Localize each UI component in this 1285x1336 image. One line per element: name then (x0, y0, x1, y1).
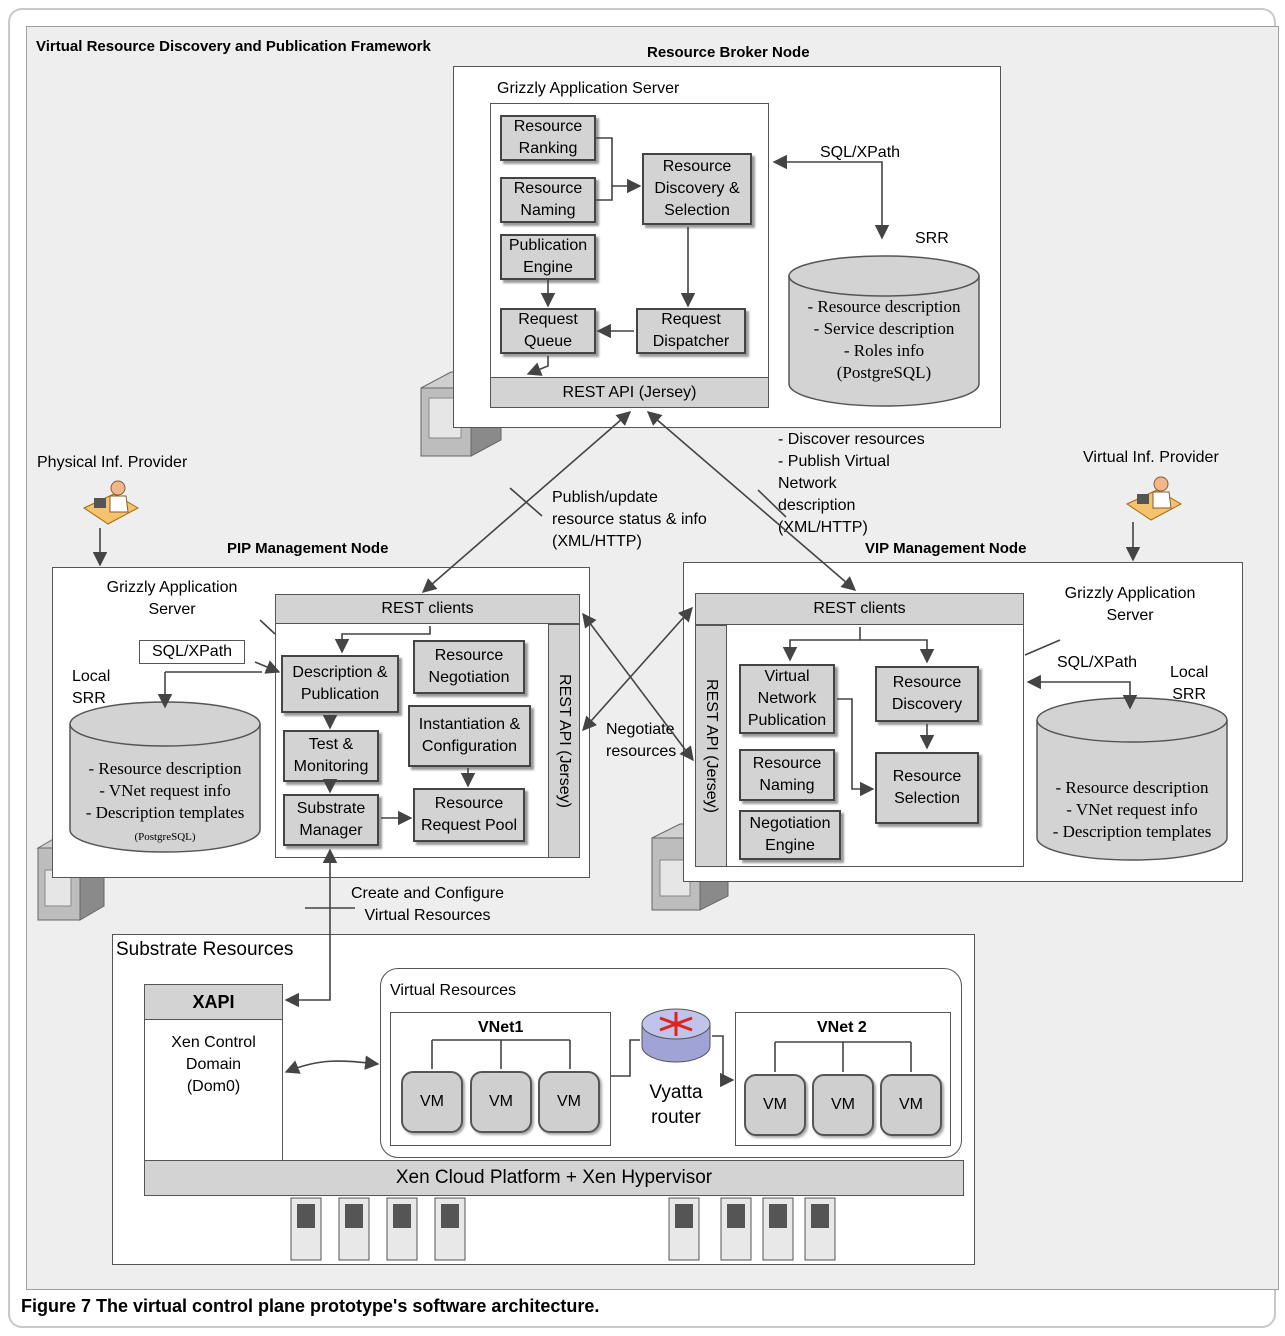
broker-sql-label: SQL/XPath (820, 144, 901, 161)
figure-caption: Figure 7 The virtual control plane proto… (21, 1296, 600, 1316)
virtual-resources-label: Virtual Resources (390, 982, 516, 999)
srr-database-icon (788, 255, 980, 407)
vm-6: VM (880, 1074, 942, 1136)
negotiate-annotation: Negotiate resources (606, 721, 677, 760)
physical-servers-right-icon (668, 1197, 836, 1261)
framework-title: Virtual Resource Discovery and Publicati… (36, 38, 431, 55)
physical-provider-label: Physical Inf. Provider (37, 454, 188, 471)
pip-rest-clients: REST clients (275, 594, 580, 624)
vip-title: VIP Management Node (865, 540, 1027, 557)
pip-local-srr: Local SRR (72, 668, 111, 707)
broker-server-label: Grizzly Application Server (497, 80, 680, 97)
broker-rest-api: REST API (Jersey) (490, 377, 769, 408)
platform-bar: Xen Cloud Platform + Xen Hypervisor (144, 1160, 964, 1196)
vip-local-srr: Local SRR (1170, 664, 1209, 703)
discovery-selection-box: Resource Discovery & Selection (642, 153, 752, 225)
dom0-label: Xen Control Domain (Dom0) (171, 1034, 256, 1095)
virtual-provider-label: Virtual Inf. Provider (1083, 449, 1219, 466)
vip-resource-discovery-box: Resource Discovery (875, 666, 979, 722)
vnet-publication-box: Virtual Network Publication (739, 664, 835, 734)
vip-resource-naming-box: Resource Naming (739, 749, 835, 801)
vm-5: VM (812, 1074, 874, 1136)
request-queue-box: Request Queue (500, 308, 596, 354)
srr-label: SRR (915, 230, 949, 247)
substrate-title: Substrate Resources (116, 939, 294, 960)
vnet1-label: VNet1 (478, 1019, 524, 1036)
instantiation-configuration-box: Instantiation & Configuration (408, 705, 531, 767)
physical-provider-icon (82, 480, 140, 525)
physical-servers-left-icon (290, 1197, 466, 1261)
vip-rest-clients: REST clients (695, 593, 1024, 625)
broker-title: Resource Broker Node (647, 44, 810, 61)
discover-annotation: - Discover resources - Publish Virtual N… (778, 431, 925, 536)
description-publication-box: Description & Publication (281, 655, 399, 713)
virtual-provider-icon (1125, 476, 1183, 521)
request-pool-box: Resource Request Pool (413, 788, 525, 842)
router-label: Vyatta router (649, 1082, 703, 1128)
pip-server-label: Grizzly Application Server (106, 579, 238, 618)
vnet2-label: VNet 2 (817, 1019, 867, 1036)
xapi-bar: XAPI (144, 984, 283, 1020)
resource-negotiation-box: Resource Negotiation (413, 640, 525, 694)
vm-3: VM (538, 1071, 600, 1133)
vip-rest-api: REST API (Jersey) (695, 625, 727, 867)
vm-2: VM (470, 1071, 532, 1133)
publish-annotation: Publish/update resource status & info (X… (552, 489, 707, 550)
pip-sql-label: SQL/XPath (139, 640, 246, 664)
test-monitoring-box: Test & Monitoring (283, 730, 379, 782)
negotiation-engine-box: Negotiation Engine (739, 810, 841, 860)
pip-database-text: - Resource description - VNet request in… (85, 759, 245, 822)
router-icon (641, 1008, 711, 1063)
vip-database-text: - Resource description - VNet request in… (1052, 778, 1212, 841)
vm-1: VM (401, 1071, 463, 1133)
vm-4: VM (744, 1074, 806, 1136)
publication-engine-box: Publication Engine (500, 234, 596, 280)
srr-database-text: - Resource description - Service descrip… (807, 297, 961, 382)
vip-server-label: Grizzly Application Server (1064, 585, 1196, 624)
request-dispatcher-box: Request Dispatcher (636, 308, 746, 354)
pip-rest-api: REST API (Jersey) (548, 624, 580, 858)
vip-resource-selection-box: Resource Selection (875, 752, 979, 824)
pip-database-small: (PostgreSQL) (134, 831, 196, 843)
vip-sql-label: SQL/XPath (1057, 654, 1138, 671)
substrate-manager-box: Substrate Manager (283, 794, 379, 846)
create-annotation: Create and Configure Virtual Resources (351, 885, 504, 924)
resource-ranking-box: Resource Ranking (500, 115, 596, 161)
pip-title: PIP Management Node (227, 540, 389, 557)
resource-naming-box: Resource Naming (500, 177, 596, 223)
